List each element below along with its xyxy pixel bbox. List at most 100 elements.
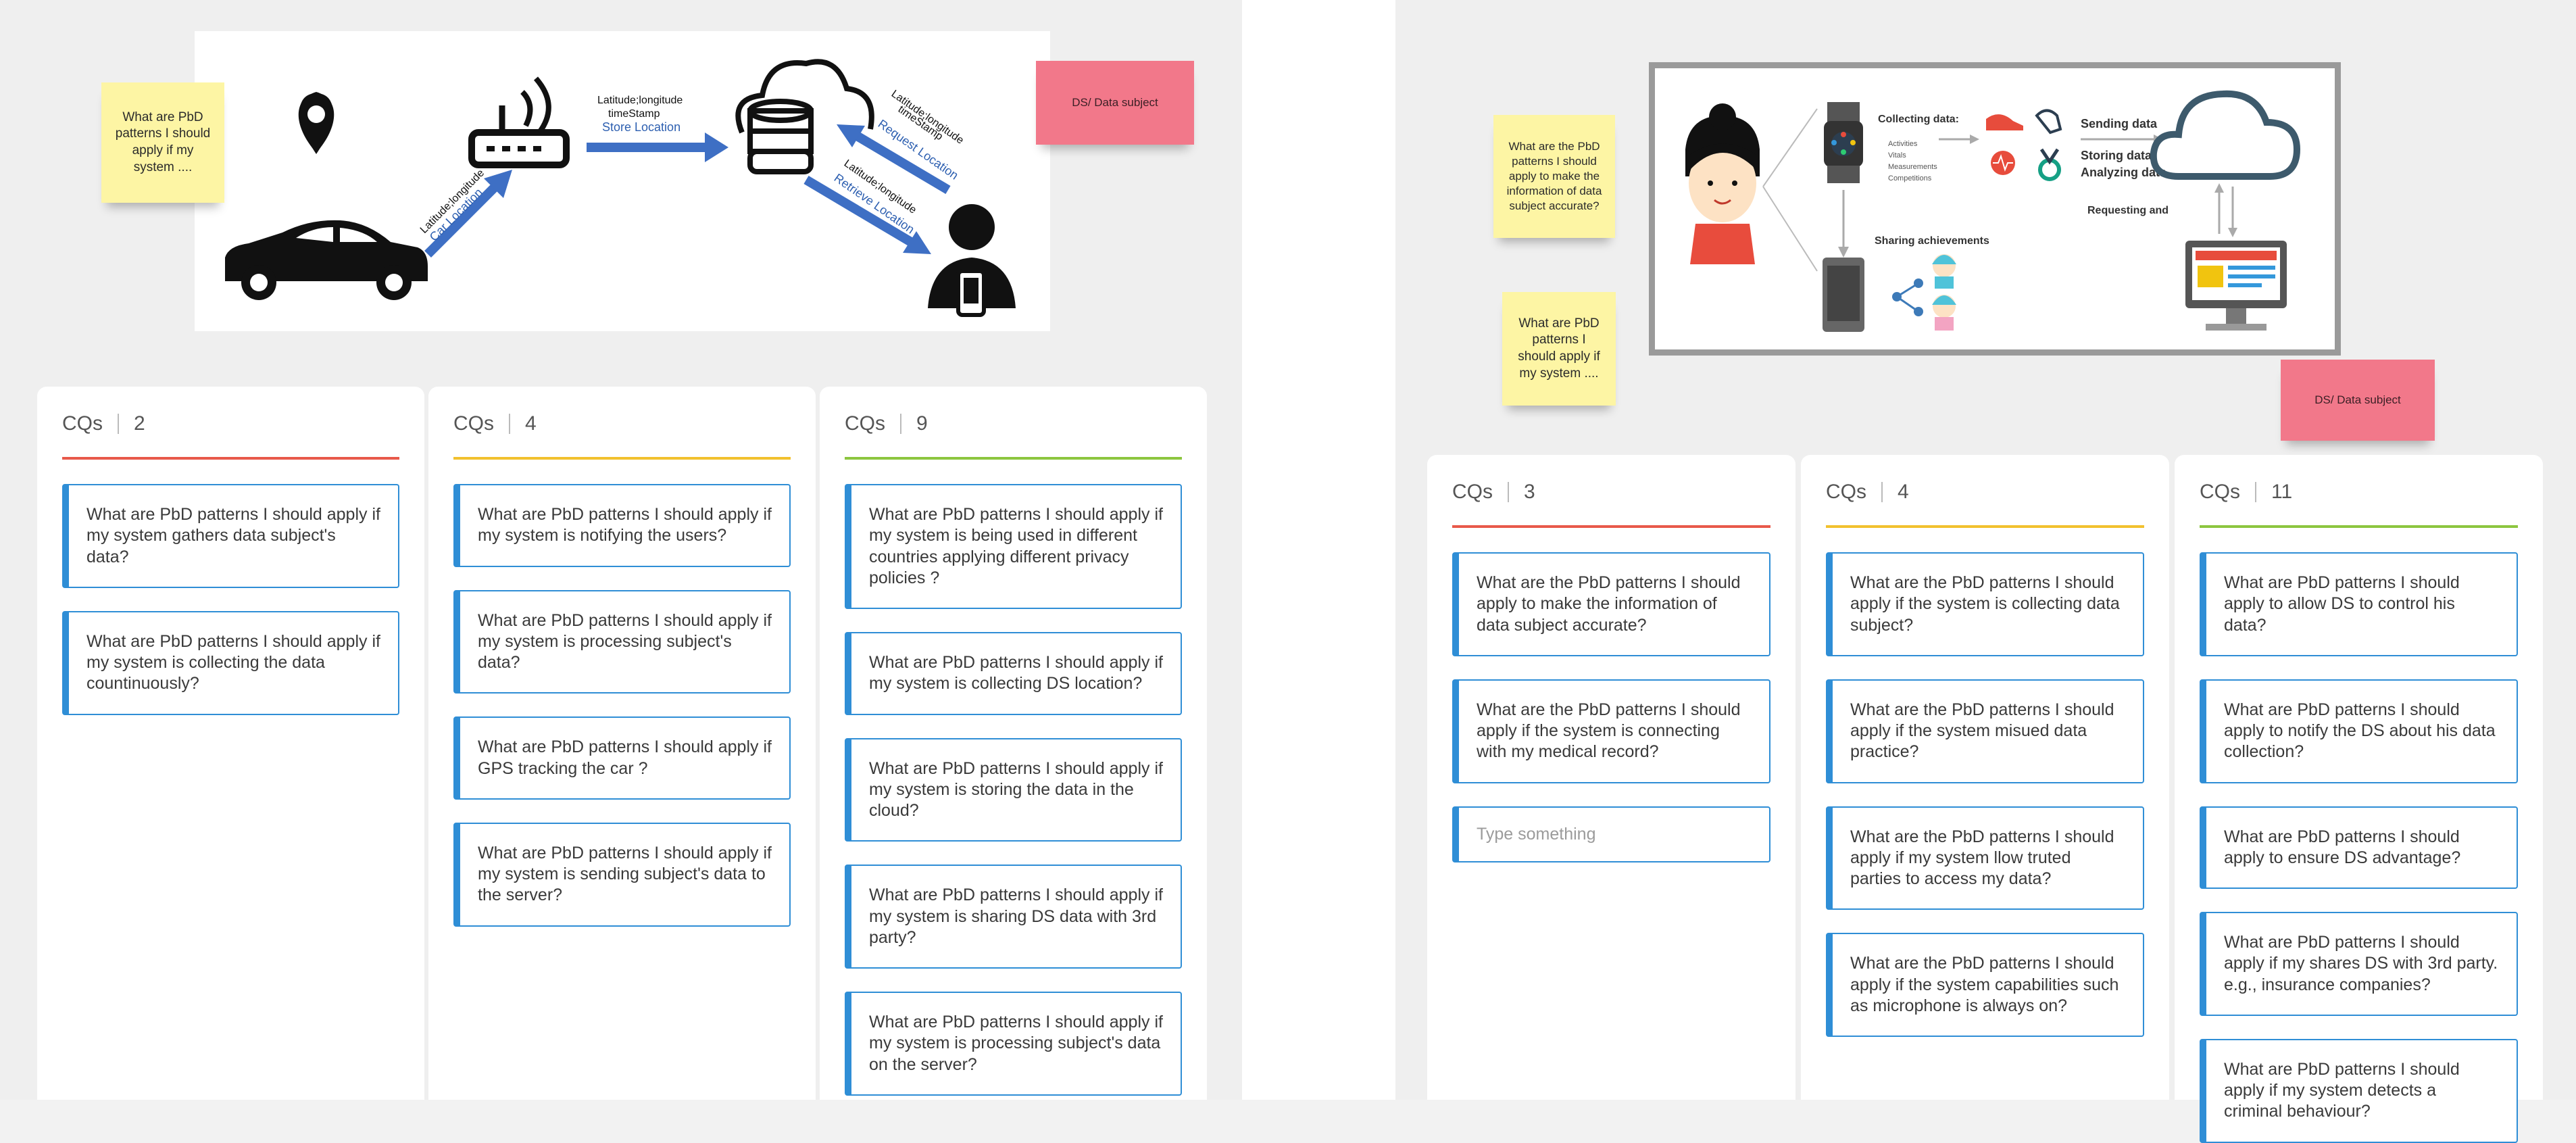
cq-column-1[interactable]: CQs 2 What are PbD patterns I should app… — [37, 387, 424, 1100]
smartphone-icon — [1823, 258, 1864, 332]
column-header: CQs 2 — [62, 387, 399, 461]
question-card[interactable]: What are PbD patterns I should apply to … — [2200, 806, 2518, 889]
router-icon — [468, 76, 570, 168]
cq-column-2[interactable]: CQs 4 What are the PbD patterns I should… — [1801, 455, 2169, 1100]
question-card[interactable]: What are PbD patterns I should apply if … — [62, 484, 399, 588]
column-count: 4 — [525, 412, 537, 435]
question-card[interactable]: What are PbD patterns I should apply to … — [2200, 679, 2518, 783]
question-card[interactable]: What are the PbD patterns I should apply… — [1826, 806, 2144, 910]
column-color-rule — [1452, 525, 1770, 528]
question-card[interactable]: What are PbD patterns I should apply if … — [845, 484, 1182, 609]
question-card[interactable]: What are PbD patterns I should apply if … — [845, 865, 1182, 969]
sticky-note[interactable]: What are PbD patterns I should apply if … — [101, 82, 224, 203]
question-card[interactable]: What are PbD patterns I should apply if … — [2200, 1038, 2518, 1143]
question-card[interactable]: What are the PbD patterns I should apply… — [1452, 552, 1770, 656]
sticky-note[interactable]: What are the PbD patterns I should apply… — [1493, 115, 1615, 238]
sharing-achievements-label: Sharing achievements — [1875, 235, 1989, 247]
data-subject-note-text: DS/ Data subject — [2314, 393, 2401, 406]
fitness-data-diagram[interactable]: Collecting data: Activities Vitals Measu… — [1649, 62, 2341, 356]
sticky-note-text: What are PbD patterns I should apply if … — [1518, 316, 1600, 381]
question-card[interactable]: What are PbD patterns I should apply to … — [2200, 552, 2518, 656]
question-card[interactable]: What are the PbD patterns I should apply… — [1826, 679, 2144, 783]
store-location-label: Store Location — [602, 120, 680, 134]
sneaker-icon — [1986, 114, 2023, 130]
new-card-input[interactable]: Type something — [1452, 806, 1770, 862]
user-with-phone-icon — [928, 204, 1016, 317]
cq-column-2[interactable]: CQs 4 What are PbD patterns I should app… — [428, 387, 816, 1100]
column-count: 9 — [916, 412, 928, 435]
analyzing-data-label: Analyzing data — [2081, 166, 2167, 179]
scale-icon — [2035, 109, 2062, 135]
column-count: 4 — [1898, 481, 1909, 503]
column-title: CQs — [1452, 481, 1493, 503]
question-card[interactable]: What are the PbD patterns I should apply… — [1826, 933, 2144, 1037]
cloud-icon — [2150, 90, 2301, 180]
column-count: 3 — [1524, 481, 1535, 503]
question-card[interactable]: What are PbD patterns I should apply if … — [845, 992, 1182, 1096]
column-header: CQs 11 — [2200, 455, 2518, 529]
activities-label: Activities — [1888, 140, 1918, 148]
sticky-note-text: What are the PbD patterns I should apply… — [1506, 139, 1602, 213]
column-title: CQs — [845, 412, 885, 435]
column-title: CQs — [1826, 481, 1866, 503]
header-divider — [2255, 482, 2256, 502]
measurements-label: Measurements — [1888, 163, 1937, 171]
question-card[interactable]: What are PbD patterns I should apply if … — [453, 822, 791, 927]
header-divider — [1881, 482, 1883, 502]
competitions-label: Competitions — [1888, 174, 1932, 183]
storing-data-label: Storing data — [2081, 149, 2152, 162]
column-header: CQs 4 — [1826, 455, 2144, 529]
header-divider — [1508, 482, 1509, 502]
column-color-rule — [1826, 525, 2144, 528]
cloud-database-icon — [735, 59, 874, 174]
column-title: CQs — [453, 412, 494, 435]
question-card[interactable]: What are the PbD patterns I should apply… — [1826, 552, 2144, 656]
car-icon — [225, 220, 428, 300]
friends-avatar-icon — [1932, 254, 1956, 331]
location-tracking-diagram-svg: Latitude;longitude Car Location Latitude… — [225, 59, 1016, 317]
question-card[interactable]: What are PbD patterns I should apply if … — [845, 632, 1182, 715]
column-color-rule — [845, 457, 1182, 460]
column-color-rule — [453, 457, 791, 460]
column-header: CQs 3 — [1452, 455, 1770, 529]
store-timestamp-label: timeStamp — [608, 108, 660, 120]
share-icon — [1892, 278, 1923, 316]
left-board: Latitude;longitude Car Location Latitude… — [0, 0, 1242, 1100]
store-coord-label: Latitude;longitude — [597, 95, 683, 106]
column-header: CQs 4 — [453, 387, 791, 461]
question-card[interactable]: What are PbD patterns I should apply if … — [845, 737, 1182, 842]
cq-column-1[interactable]: CQs 3 What are the PbD patterns I should… — [1427, 455, 1795, 1100]
column-count: 2 — [134, 412, 145, 435]
question-card[interactable]: What are PbD patterns I should apply if … — [453, 589, 791, 694]
question-card[interactable]: What are PbD patterns I should apply if … — [2200, 912, 2518, 1016]
data-subject-note-text: DS/ Data subject — [1072, 96, 1158, 109]
cq-column-3[interactable]: CQs 11 What are PbD patterns I should ap… — [2175, 455, 2543, 1143]
sending-data-label: Sending data — [2081, 117, 2158, 130]
map-pin-icon — [298, 92, 335, 154]
location-tracking-diagram[interactable]: Latitude;longitude Car Location Latitude… — [195, 31, 1050, 331]
cq-column-3[interactable]: CQs 9 What are PbD patterns I should app… — [820, 387, 1207, 1100]
requesting-label: Requesting and — [2087, 205, 2169, 216]
question-card[interactable]: What are the PbD patterns I should apply… — [1452, 679, 1770, 783]
column-header: CQs 9 — [845, 387, 1182, 461]
column-count: 11 — [2271, 481, 2293, 503]
column-color-rule — [62, 457, 399, 460]
column-color-rule — [2200, 525, 2518, 528]
medal-icon — [2038, 148, 2061, 181]
smartwatch-icon — [1824, 102, 1863, 183]
user-avatar-icon — [1685, 103, 1760, 264]
sticky-note[interactable]: What are PbD patterns I should apply if … — [1502, 292, 1616, 406]
question-card[interactable]: What are PbD patterns I should apply if … — [62, 610, 399, 715]
board-gap — [1242, 0, 1395, 1100]
header-divider — [509, 414, 510, 434]
header-divider — [118, 414, 119, 434]
question-card[interactable]: What are PbD patterns I should apply if … — [453, 716, 791, 800]
header-divider — [900, 414, 901, 434]
vitals-label: Vitals — [1888, 151, 1906, 160]
right-board: Collecting data: Activities Vitals Measu… — [1395, 0, 2576, 1143]
column-title: CQs — [2200, 481, 2240, 503]
question-card[interactable]: What are PbD patterns I should apply if … — [453, 484, 791, 567]
column-title: CQs — [62, 412, 103, 435]
data-subject-note[interactable]: DS/ Data subject — [1036, 61, 1194, 145]
data-subject-note[interactable]: DS/ Data subject — [2281, 360, 2435, 441]
